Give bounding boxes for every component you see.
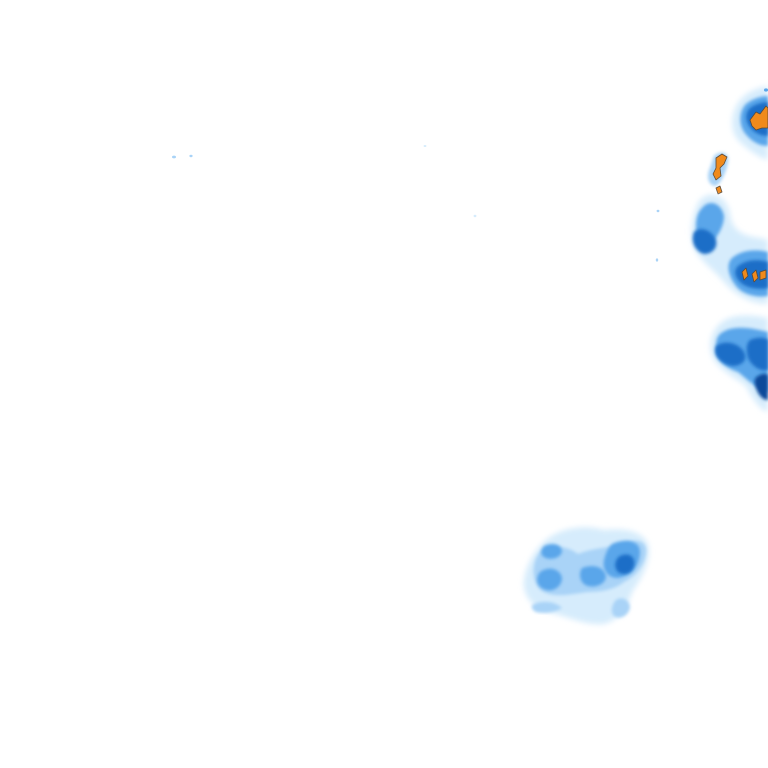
echo-speckle (172, 155, 176, 159)
echo-speckle (655, 258, 659, 262)
echo-extreme-core (749, 105, 768, 131)
echo-extreme-core (759, 269, 767, 281)
echo-heavy-area (746, 337, 768, 371)
echo-speckle (189, 154, 193, 158)
echo-heavy-area (615, 554, 635, 574)
echo-moderate-area (580, 566, 606, 587)
echo-light-area (531, 601, 562, 613)
echo-heavy-area (735, 260, 768, 289)
echo-extreme-core (715, 185, 723, 195)
echo-moderate-area (537, 568, 562, 591)
echo-cell-northeast-small (708, 152, 729, 195)
echo-very-heavy-area (754, 373, 768, 400)
echo-cell-northeast (732, 86, 768, 160)
echo-speckle (764, 88, 768, 92)
echo-speckle-northwest (172, 88, 768, 262)
echo-cell-east-lower (710, 315, 768, 412)
echo-cluster-south-center (523, 527, 649, 625)
echo-heavy-area (692, 229, 717, 254)
echo-speckle (473, 214, 477, 218)
echo-extreme-core (712, 153, 728, 181)
echo-speckle (656, 209, 660, 213)
echo-speckle (423, 145, 427, 147)
echo-light-area (611, 598, 630, 618)
echo-extreme-core (751, 269, 759, 283)
echo-band-east-middle (691, 194, 768, 304)
echo-extreme-core (741, 267, 749, 281)
echo-moderate-area (541, 544, 562, 559)
echo-heavy-area (715, 342, 746, 366)
